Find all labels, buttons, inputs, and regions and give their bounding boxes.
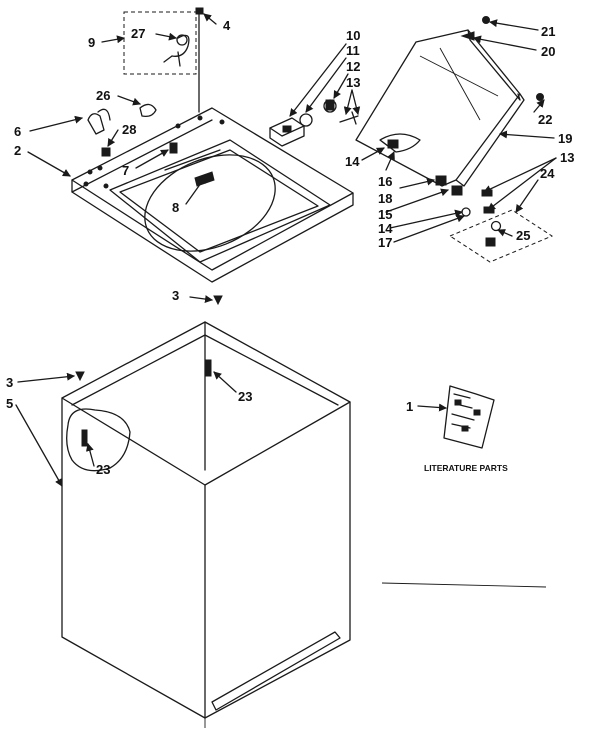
label-24: 24 [540,166,555,181]
label-15: 15 [378,207,392,222]
label-16: 16 [378,174,392,189]
hinge-6 [87,108,111,135]
leader-lines [15,13,557,487]
part-labels: 4 27 9 26 6 2 28 7 8 10 11 12 13 14 16 1… [6,18,574,477]
label-6: 6 [14,124,21,139]
lid [355,29,525,196]
clips-3 [75,295,223,382]
label-25: 25 [516,228,530,243]
label-13-top: 13 [346,75,360,90]
label-23-right: 23 [238,389,252,404]
inset-25 [448,209,554,263]
label-27: 27 [131,26,145,41]
washer-top [71,107,354,283]
label-11: 11 [346,43,360,58]
label-9: 9 [88,35,95,50]
screw-4 [195,7,204,113]
cabinet-cutaway-detail [66,359,212,472]
cabinet [61,321,351,728]
label-12: 12 [346,59,360,74]
label-22: 22 [538,112,552,127]
label-5: 5 [6,396,13,411]
label-3-lower: 3 [6,375,13,390]
label-28: 28 [122,122,136,137]
label-23-left: 23 [96,462,110,477]
lid-hinge-parts [269,99,359,147]
label-14-bottom: 14 [378,221,393,236]
label-21: 21 [541,24,555,39]
label-18: 18 [378,191,392,206]
label-1: 1 [406,399,413,414]
label-10: 10 [346,28,360,43]
literature-packet [443,385,495,449]
label-2: 2 [14,143,21,158]
label-3-upper: 3 [172,288,179,303]
label-17: 17 [378,235,392,250]
lid-switch-inset [123,11,197,75]
label-14-top: 14 [345,154,360,169]
separator-line [381,582,547,588]
label-13-right: 13 [560,150,574,165]
hose-clip-26 [139,103,157,118]
label-4: 4 [223,18,231,33]
literature-parts-caption: LITERATURE PARTS [424,463,508,473]
label-20: 20 [541,44,555,59]
label-19: 19 [558,131,572,146]
label-7: 7 [122,163,129,178]
label-8: 8 [172,200,179,215]
label-26: 26 [96,88,110,103]
